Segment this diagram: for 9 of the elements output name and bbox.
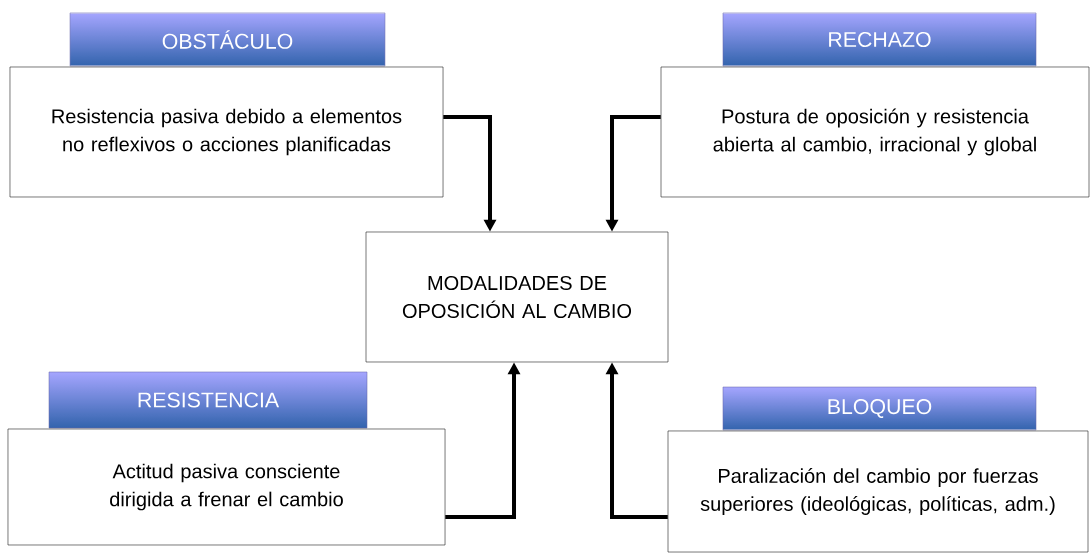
category-tab: OBSTÁCULO — [69, 12, 386, 67]
category-tab: BLOQUEO — [722, 386, 1037, 431]
central-box: MODALIDADES DE OPOSICIÓN AL CAMBIO — [365, 231, 669, 363]
description-box: Actitud pasiva consciente dirigida a frenar el cambio — [7, 428, 446, 546]
description-box: Paralización del cambio por fuerzas superiores (ideológicas, políticas, adm.) — [667, 430, 1089, 553]
category-tab: RECHAZO — [722, 12, 1037, 67]
description-box: Postura de oposición y resistencia abierta al cambio, irracional y global — [660, 66, 1090, 198]
description-box: Resistencia pasiva debido a elementos no reflexivos o acciones planificadas — [9, 66, 444, 198]
category-tab: RESISTENCIA — [48, 371, 368, 429]
